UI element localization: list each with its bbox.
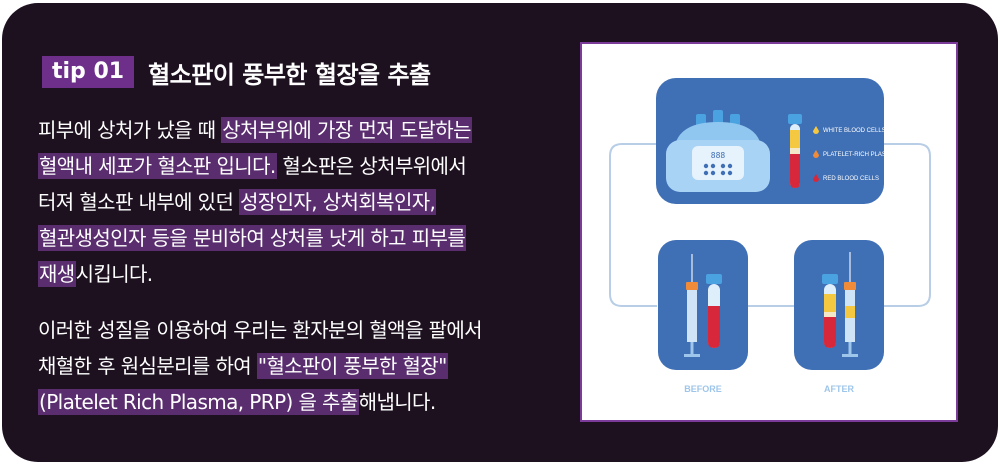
heading: tip 01 혈소판이 풍부한 혈장을 추출 <box>42 53 431 91</box>
text-line: 채혈한 후 원심분리를 하여 "혈소판이 풍부한 혈장" <box>38 348 482 384</box>
text-line: 재생시킵니다. <box>38 256 472 292</box>
text-line: 혈관생성인자 등을 분비하여 상처를 낫게 하고 피부를 <box>38 220 472 256</box>
after-syringe-icon <box>842 252 858 357</box>
body-text: 터져 혈소판 내부에 있던 <box>38 190 240 214</box>
legend-red-blood-cells: RED BLOOD CELLS <box>823 176 879 182</box>
centrifuge-icon: 888 <box>666 110 770 192</box>
text-line: 피부에 상처가 났을 때 상처부위에 가장 먼저 도달하는 <box>38 112 472 148</box>
body-text: 시킵니다. <box>75 262 154 286</box>
body-text: 혈소판은 상처부위에서 <box>276 154 467 178</box>
drop-red-icon <box>813 174 819 182</box>
legend-platelet-rich-plasma: PLATELET-RICH PLASMA <box>823 152 895 158</box>
text-line: 이러한 성질을 이용하여 우리는 환자분의 혈액을 팔에서 <box>38 312 483 348</box>
body-text: 채혈한 후 원심분리를 하여 <box>38 354 257 378</box>
highlighted-text: "혈소판이 풍부한 혈장" <box>256 353 448 379</box>
text-line: 터져 혈소판 내부에 있던 성장인자, 상처회복인자, <box>38 184 472 220</box>
text-line: 혈액내 세포가 혈소판 입니다. 혈소판은 상처부위에서 <box>38 148 472 184</box>
prp-illustration: 888 WHITE BLOOD CELLS PLATELET-RICH PLAS… <box>580 42 958 422</box>
text-line: (Platelet Rich Plasma, PRP) 을 추출해냅니다. <box>38 384 482 420</box>
legend-white-blood-cells: WHITE BLOOD CELLS <box>823 128 886 134</box>
highlighted-text: 성장인자, 상처회복인자, <box>239 189 437 215</box>
body-text: 피부에 상처가 났을 때 <box>38 118 222 142</box>
before-panel <box>658 240 748 370</box>
device-display: 888 <box>711 151 726 160</box>
body-text: 해냅니다. <box>358 390 437 414</box>
after-tube-icon <box>822 274 838 348</box>
highlighted-text: 혈액내 세포가 혈소판 입니다. <box>38 153 277 179</box>
highlighted-text: 혈관생성인자 등을 분비하여 상처를 낫게 하고 피부를 <box>38 225 467 251</box>
before-label: BEFORE <box>684 384 722 394</box>
before-syringe-icon <box>684 254 700 357</box>
highlighted-text: 상처부위에 가장 먼저 도달하는 <box>221 117 472 143</box>
heading-title: 혈소판이 풍부한 혈장을 추출 <box>148 60 431 89</box>
body-text: 이러한 성질을 이용하여 우리는 환자분의 혈액을 팔에서 <box>38 318 483 342</box>
highlighted-text: (Platelet Rich Plasma, PRP) 을 추출 <box>38 389 359 415</box>
after-label: AFTER <box>824 384 854 394</box>
prp-illustration-svg: 888 WHITE BLOOD CELLS PLATELET-RICH PLAS… <box>609 78 931 394</box>
before-tube-icon <box>706 274 722 348</box>
highlighted-text: 재생 <box>38 261 76 287</box>
separated-tube-icon <box>788 114 802 188</box>
after-panel <box>794 240 884 370</box>
connector-left <box>609 143 657 307</box>
tip-badge: tip 01 <box>42 56 135 88</box>
connector-right <box>882 143 931 307</box>
drop-yellow-icon <box>813 126 819 134</box>
legend: WHITE BLOOD CELLS PLATELET-RICH PLASMA R… <box>813 126 895 182</box>
drop-orange-icon <box>813 150 819 158</box>
